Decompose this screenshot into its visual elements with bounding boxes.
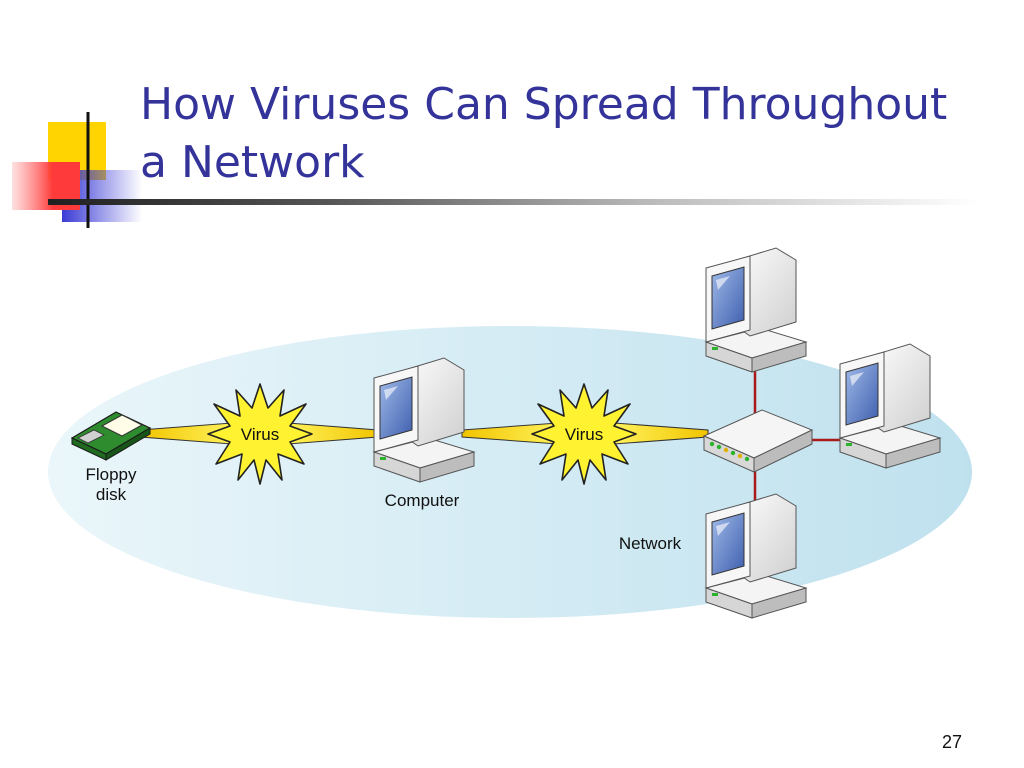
virus-label-2: Virus xyxy=(565,425,603,444)
floppy-label-line-2: disk xyxy=(96,485,127,504)
desktop-computer-icon xyxy=(705,247,807,373)
title-line-2: a Network xyxy=(140,137,365,188)
computer-label: Computer xyxy=(385,491,460,510)
corner-decoration xyxy=(12,112,142,228)
page-number: 27 xyxy=(941,732,962,752)
desktop-computer-icon xyxy=(705,493,807,619)
title-underline xyxy=(48,199,978,205)
floppy-label-line-1: Floppy xyxy=(85,465,137,484)
network-label: Network xyxy=(619,534,682,553)
floppy-disk-icon xyxy=(70,411,152,461)
desktop-computer-icon xyxy=(839,343,941,469)
virus-label-1: Virus xyxy=(241,425,279,444)
network-hub-icon xyxy=(702,409,814,473)
title-line-1: How Viruses Can Spread Throughout xyxy=(140,79,948,130)
network-background-ellipse xyxy=(48,326,972,618)
virus-spread-diagram: Floppy disk Virus Computer Virus Net xyxy=(48,247,972,619)
slide-title: How Viruses Can Spread Throughout a Netw… xyxy=(140,76,1000,192)
desktop-computer-icon xyxy=(373,357,475,483)
